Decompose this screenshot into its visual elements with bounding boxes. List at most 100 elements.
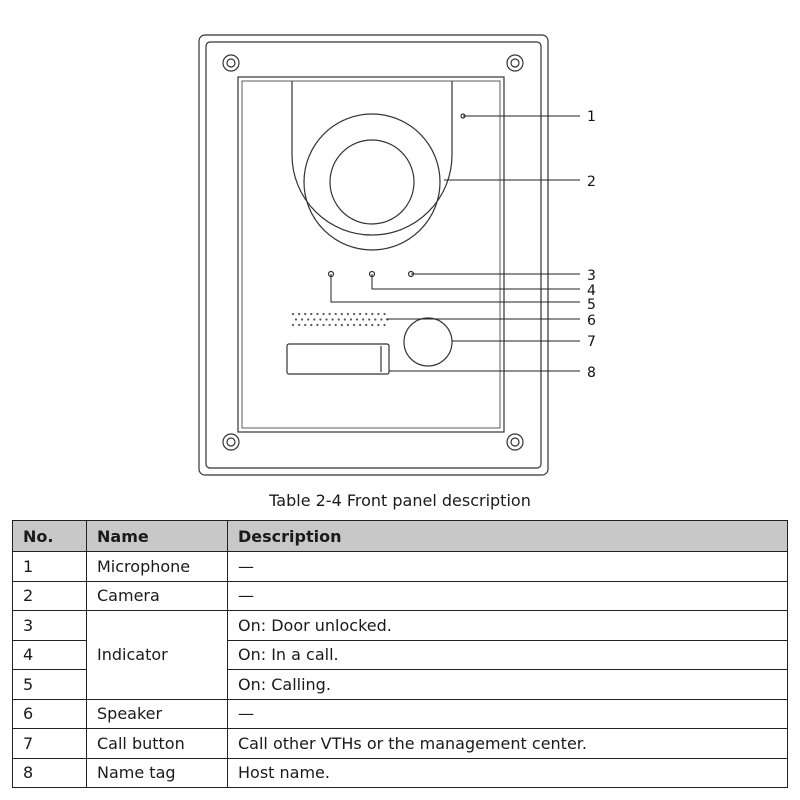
grille-dot <box>291 312 295 316</box>
cell-name: Indicator <box>86 610 228 700</box>
grille-dot <box>319 318 322 321</box>
front-panel-table: No. Name Description 1 Microphone — 2 Ca… <box>12 520 788 788</box>
grille-dot <box>383 312 386 316</box>
table-row: 1 Microphone — <box>12 551 788 582</box>
grille-dot <box>294 318 298 321</box>
grille-dot <box>346 312 349 316</box>
cell-no: 6 <box>12 698 87 729</box>
grille-dot <box>359 312 362 316</box>
grille-dot <box>352 312 356 316</box>
header-no: No. <box>12 520 87 552</box>
cell-description: Host name. <box>227 757 788 788</box>
grille-dot <box>310 323 313 327</box>
grille-dot <box>340 323 343 327</box>
name-tag <box>286 343 390 375</box>
cell-description: On: In a call. <box>227 639 788 670</box>
grille-dot <box>298 312 301 316</box>
cell-name: Call button <box>86 728 228 759</box>
camera-housing <box>291 81 453 236</box>
front-panel-diagram: 1 2 3 4 5 6 7 8 <box>198 34 596 476</box>
callout-4: 4 <box>587 283 596 299</box>
grille-dot <box>380 318 383 321</box>
camera-ring <box>303 113 441 251</box>
grille-dot <box>331 318 334 321</box>
callout-7: 7 <box>587 334 596 350</box>
callout-8: 8 <box>587 365 596 381</box>
speaker-grille <box>291 312 389 327</box>
header-description: Description <box>227 520 788 552</box>
cell-no: 1 <box>12 551 87 582</box>
grille-dot <box>325 318 328 321</box>
cell-no: 7 <box>12 728 87 759</box>
cell-no: 2 <box>12 580 87 611</box>
grille-dot <box>368 318 371 321</box>
leader-5 <box>330 274 580 303</box>
screw-top-right <box>506 54 524 72</box>
cell-description: On: Door unlocked. <box>227 610 788 641</box>
grille-dot <box>365 323 368 327</box>
grille-dot <box>304 323 307 327</box>
grille-dot <box>316 323 319 327</box>
table-row: 8 Name tag Host name. <box>12 757 788 788</box>
grille-dot <box>340 312 343 316</box>
grille-dot <box>322 323 325 327</box>
cell-description: — <box>227 580 788 611</box>
grille-dot <box>365 312 368 316</box>
callout-1: 1 <box>587 109 596 125</box>
grille-dot <box>371 312 374 316</box>
leader-4 <box>371 274 580 290</box>
grille-dot <box>334 323 337 327</box>
table-caption: Table 2-4 Front panel description <box>269 491 531 510</box>
table-row: 4 On: In a call. <box>12 639 788 670</box>
cell-no: 8 <box>12 757 87 788</box>
outer-frame <box>198 34 549 476</box>
inner-frame <box>205 41 542 469</box>
grille-dot <box>313 318 316 321</box>
screw-bottom-left <box>222 433 240 451</box>
callout-2: 2 <box>587 174 596 190</box>
grille-dot <box>328 312 331 316</box>
grille-dot <box>310 312 313 316</box>
cell-description: On: Calling. <box>227 669 788 700</box>
cell-name: Speaker <box>86 698 228 729</box>
callout-5: 5 <box>587 297 596 313</box>
cell-name: Camera <box>86 580 228 611</box>
table-row: 6 Speaker — <box>12 698 788 729</box>
screw-bottom-right <box>506 433 524 451</box>
grille-dot <box>307 318 310 321</box>
faceplate <box>237 76 505 433</box>
grille-dot <box>352 323 356 327</box>
header-name: Name <box>86 520 228 552</box>
callout-6: 6 <box>587 313 596 329</box>
grille-dot <box>328 323 331 327</box>
grille-dot <box>301 318 304 321</box>
grille-dot <box>359 323 362 327</box>
table-header-row: No. Name Description <box>12 520 788 552</box>
grille-dot <box>316 312 319 316</box>
grille-dot <box>298 323 301 327</box>
grille-dot <box>374 318 377 321</box>
cell-description: Call other VTHs or the management center… <box>227 728 788 759</box>
camera-lens <box>329 139 415 225</box>
table-row: 7 Call button Call other VTHs or the man… <box>12 728 788 759</box>
grille-dot <box>346 323 349 327</box>
table-row: 3 Indicator On: Door unlocked. <box>12 610 788 700</box>
grille-dot <box>291 323 295 327</box>
cell-no: 5 <box>12 669 87 700</box>
grille-dot <box>304 312 307 316</box>
grille-dot <box>334 312 337 316</box>
grille-dot <box>362 318 365 321</box>
grille-dot <box>383 323 386 327</box>
grille-dot <box>371 323 374 327</box>
cell-description: — <box>227 551 788 582</box>
cell-name: Microphone <box>86 551 228 582</box>
grille-dot <box>377 323 380 327</box>
call-button <box>403 317 453 367</box>
cell-description: — <box>227 698 788 729</box>
grille-dot <box>349 318 352 321</box>
callout-3: 3 <box>587 268 596 284</box>
cell-no: 4 <box>12 639 87 670</box>
grille-dot <box>377 312 380 316</box>
table-row: 2 Camera — <box>12 580 788 611</box>
grille-dot <box>355 318 359 321</box>
